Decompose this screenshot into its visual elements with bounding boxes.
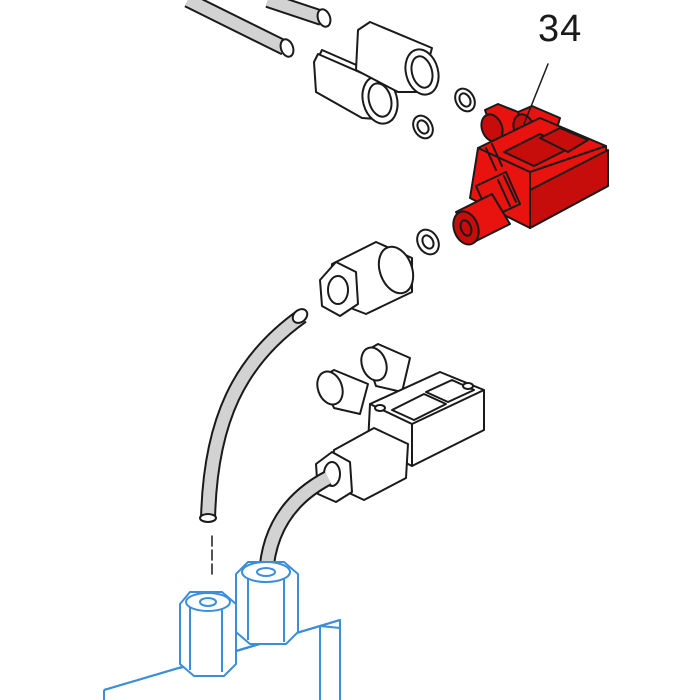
- tube-curved-left: [199, 308, 309, 523]
- o-ring-top-left: [412, 114, 434, 140]
- blue-fitting-right: [235, 561, 299, 645]
- o-ring-middle: [416, 228, 440, 256]
- blue-fitting-left: [179, 591, 237, 677]
- leader-line-34: [523, 63, 549, 125]
- part-34-red-fitting: [452, 103, 609, 246]
- top-tube-left: [184, 0, 295, 58]
- nut-middle: [319, 241, 415, 317]
- o-ring-top-right: [454, 87, 476, 113]
- lower-fitting-assembly: [315, 343, 485, 503]
- nut-top-right: [355, 21, 440, 96]
- top-tube-right: [265, 0, 332, 28]
- callout-label-34: 34: [538, 8, 583, 50]
